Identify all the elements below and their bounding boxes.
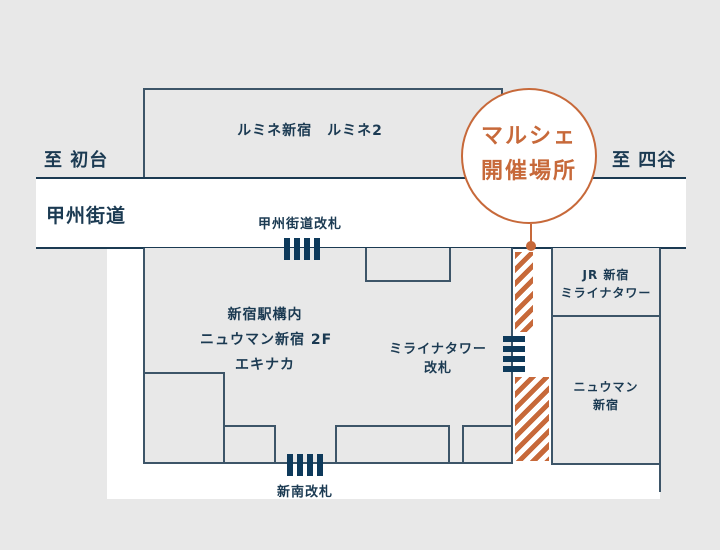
marker-pin-dot [526, 241, 536, 251]
koshu-gate-label: 甲州街道改札 [257, 217, 342, 232]
inner-shop-mid [223, 425, 276, 464]
direction-west-label: 至 初台 [44, 150, 109, 171]
lumine-label: ルミネ新宿 ルミネ2 [237, 123, 383, 139]
mirai-gate-line1: ミライナタワー [389, 342, 487, 357]
shinminami-gate-label: 新南改札 [276, 485, 333, 500]
mirai-gate-icon [503, 356, 525, 362]
newoman-line1: ニュウマン [573, 380, 639, 394]
marche-area-upper [515, 252, 533, 332]
marker-line2: 開催場所 [480, 159, 577, 184]
street-top-edge [36, 177, 686, 179]
mirai-gate-icon [503, 366, 525, 372]
koshu-gate-icon [304, 238, 310, 260]
newoman-edge [659, 462, 661, 492]
shinminami-gate-icon [297, 454, 303, 476]
station-interior-line3: エキナカ [235, 357, 295, 373]
marker-pin-line [530, 224, 532, 246]
newoman-line2: 新宿 [592, 398, 619, 412]
koshu-gate-icon [294, 238, 300, 260]
marker-circle[interactable] [461, 88, 597, 224]
station-interior-line1: 新宿駅構内 [227, 307, 303, 323]
inner-shop-left [143, 372, 225, 464]
jr-mirainatower-line1: JR 新宿 [582, 268, 630, 282]
direction-east-label: 至 四谷 [612, 150, 677, 171]
inner-shop-top [365, 248, 451, 282]
mirai-gate-icon [503, 336, 525, 342]
station-interior-line2: ニュウマン新宿 2F [200, 332, 333, 348]
shinminami-gate-icon [317, 454, 323, 476]
koshu-gate-icon [284, 238, 290, 260]
marker-line1: マルシェ [480, 124, 577, 149]
mirai-gate-line2: 改札 [423, 361, 452, 376]
inner-shop-far-right [462, 425, 513, 464]
inner-shop-right [335, 425, 450, 464]
street-label: 甲州街道 [46, 205, 127, 227]
jr-mirainatower-line2: ミライナタワー [560, 286, 652, 300]
mirai-gate-icon [503, 346, 525, 352]
lumine-building [143, 88, 503, 180]
koshu-gate-icon [314, 238, 320, 260]
shinminami-gate-icon [287, 454, 293, 476]
shinminami-gate-icon [307, 454, 313, 476]
newoman-building [551, 315, 661, 465]
marche-area-lower [515, 377, 549, 461]
